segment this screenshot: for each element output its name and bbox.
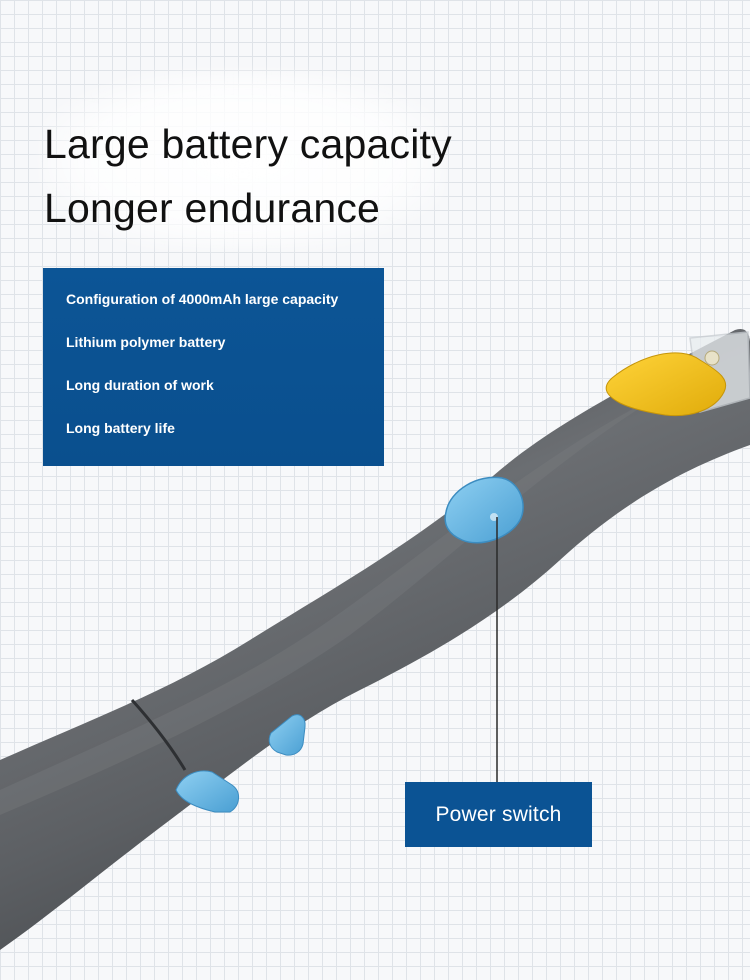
power-switch-label: Power switch [435, 802, 562, 826]
feature-item: Long duration of work [66, 377, 214, 393]
headline-line-2: Longer endurance [44, 185, 381, 231]
feature-item: Configuration of 4000mAh large capacity [66, 291, 339, 307]
power-switch-callout: Power switch [405, 782, 592, 847]
headline-backdrop [40, 70, 445, 250]
feature-item: Long battery life [66, 420, 175, 436]
pen-body [0, 329, 750, 950]
feature-list-panel: Configuration of 4000mAh large capacity … [43, 268, 384, 466]
pen-seam [130, 698, 187, 771]
headline: Large battery capacity Longer endurance [44, 112, 452, 240]
headline-line-1: Large battery capacity [44, 121, 452, 167]
clip-screw [704, 350, 720, 366]
power-switch-button [444, 476, 524, 544]
yellow-clip [605, 352, 727, 417]
feature-list: Configuration of 4000mAh large capacity … [66, 288, 384, 460]
small-side-button [268, 714, 306, 756]
feature-item: Lithium polymer battery [66, 334, 226, 350]
lower-side-button [175, 770, 239, 813]
power-switch-dot [490, 513, 498, 521]
